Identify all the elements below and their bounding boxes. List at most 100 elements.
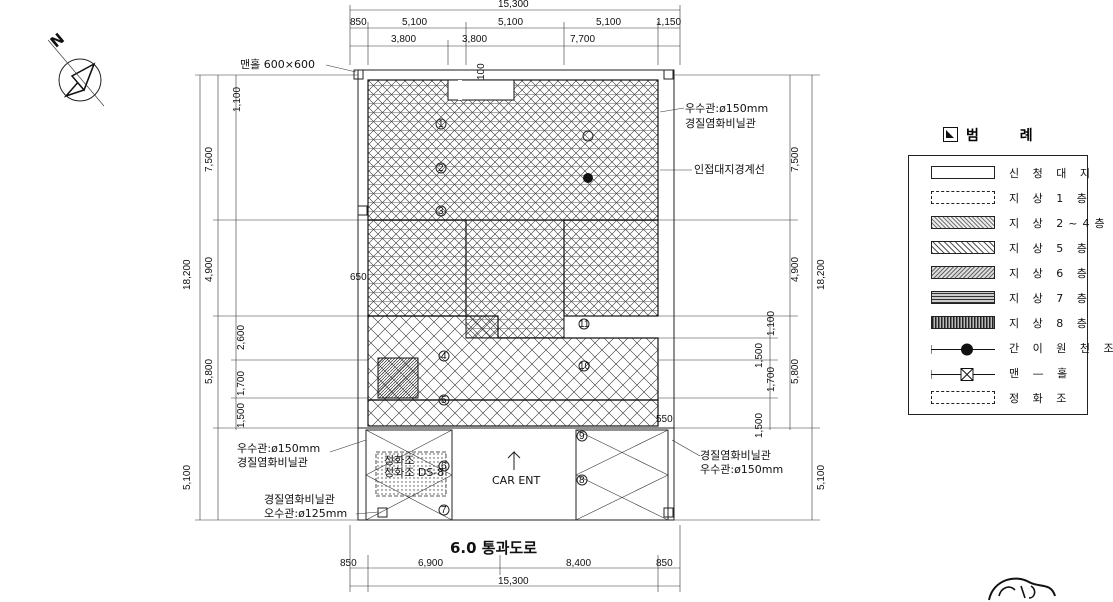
legend-swatch-septic: [931, 391, 995, 404]
boundary-label: 인접대지경계선: [694, 163, 765, 176]
dim-right-sub-3: 1,700: [766, 367, 777, 392]
legend-row-f6: 지 상 6 층: [909, 262, 1087, 284]
dim-top-2: 5,100: [402, 17, 427, 28]
dim-left-top: 1,100: [232, 87, 243, 112]
marker-5: 5: [441, 395, 447, 406]
dim-right-3: 5,800: [790, 359, 801, 384]
legend-row-septic: 정 화 조: [909, 387, 1087, 409]
manhole-tr: [663, 69, 674, 80]
marker-8: 8: [579, 475, 585, 486]
legend-title-text: 범 례: [966, 128, 1051, 144]
septic-tank: [375, 451, 447, 497]
drainage-markers: 1 2 3 4 5 6 7 8 9 10 11: [353, 69, 674, 518]
dim-right-sub-4: 1,500: [754, 413, 765, 438]
legend-label-site: 신 청 대 지: [1009, 167, 1095, 180]
dim-bottom-1: 850: [340, 558, 357, 569]
dim-right-sub-2: 1,500: [754, 343, 765, 368]
marker-9: 9: [579, 431, 585, 442]
rain-pipe-left: 우수관:ø150mm: [237, 442, 320, 455]
dim-top-row2-1: 3,800: [391, 34, 416, 45]
dim-left-3: 5,800: [204, 359, 215, 384]
dim-left-1: 7,500: [204, 147, 215, 172]
legend-row-manhole: 맨 — 홀: [909, 362, 1087, 384]
sewer-pipe: 오수관:ø125mm: [264, 507, 347, 520]
legend-row-site: 신 청 대 지: [909, 162, 1090, 184]
dim-left-sub-2: 1,700: [236, 371, 247, 396]
legend-swatch-f2: [931, 216, 995, 229]
legend-label-f2: 지 상 2~4층: [1009, 217, 1110, 230]
septic-label-2: 정화조 DS-8: [384, 466, 444, 479]
legend-row-f8: 지 상 8 층: [909, 312, 1087, 334]
parking-area: 정화조 정화조 DS-8 CAR ENT: [365, 429, 669, 521]
legend-label-f7: 지 상 7 층: [1009, 292, 1092, 305]
dim-bottom-3: 8,400: [566, 558, 591, 569]
legend-label-f1: 지 상 1 층: [1009, 192, 1092, 205]
dim-top-3: 5,100: [498, 17, 523, 28]
legend-label-f6: 지 상 6 층: [1009, 267, 1092, 280]
legend-swatch-f1: [931, 191, 995, 204]
dim-left-2: 4,900: [204, 257, 215, 282]
marker-1: 1: [438, 119, 444, 130]
car-entrance-label: CAR ENT: [492, 474, 541, 487]
dim-top-5: 1,150: [656, 17, 681, 28]
middle-left-block: [367, 219, 467, 317]
legend-label-well: 간 이 원 천 조: [1009, 342, 1113, 355]
rain-pipe-left-material: 경질염화비닐관: [237, 456, 308, 469]
dim-bottom-2: 6,900: [418, 558, 443, 569]
manhole-annotation: 맨홀 600×600: [240, 58, 315, 71]
upper-block-8f: [367, 79, 659, 221]
car-entrance-arrow: [507, 450, 521, 470]
stair-core: [377, 357, 419, 399]
marker-7: 7: [441, 505, 447, 516]
bottom-dimensions: 850 6,900 8,400 850 15,300 6.0 통과도로: [340, 525, 681, 592]
rain-pipe-top-material: 경질염화비닐관: [685, 117, 756, 130]
manhole-ml: [357, 205, 368, 216]
dim-left-5100: 5,100: [182, 465, 193, 490]
legend-title: 범 례: [943, 125, 1073, 149]
legend-label-f8: 지 상 8 층: [1009, 317, 1092, 330]
road-label: 6.0 통과도로: [450, 539, 537, 557]
rain-pipe-right: 우수관:ø150mm: [700, 463, 783, 476]
manhole-tl: [353, 69, 364, 80]
legend-swatch-f8: [931, 316, 995, 329]
dim-right-5100: 5,100: [816, 465, 827, 490]
dim-top-total: 15,300: [498, 0, 529, 10]
dim-top-row2-2: 3,800: [462, 34, 487, 45]
dim-side-650: 650: [350, 272, 367, 283]
manhole-bl: [377, 507, 388, 518]
legend-swatch-f7: [931, 291, 995, 304]
legend-swatch-f5: [931, 241, 995, 254]
legend-swatch-f6: [931, 266, 995, 279]
top-void: [447, 79, 515, 101]
site-boundary: [357, 69, 675, 521]
left-dimensions: 18,200 7,500 4,900 5,800 1,100 2,600 1,7…: [182, 63, 487, 521]
legend-label-septic: 정 화 조: [1009, 392, 1072, 405]
marker-6: 6: [441, 461, 447, 472]
top-dimensions: 15,300 850 5,100 5,100 5,100 1,150 3,800…: [349, 0, 681, 65]
marker-4: 4: [441, 351, 447, 362]
north-label: N: [47, 29, 68, 51]
septic-label-1: 정화조: [384, 454, 414, 467]
dim-bottom-4: 850: [656, 558, 673, 569]
dim-side-550: 550: [656, 414, 673, 425]
marker-11: 11: [579, 319, 590, 330]
legend-swatch-manhole: [930, 366, 995, 381]
legend-label-f5: 지 상 5 층: [1009, 242, 1092, 255]
marker-3: 3: [438, 206, 444, 217]
dim-top-row2-3: 7,700: [570, 34, 595, 45]
north-arrow: N: [47, 29, 105, 107]
dim-right-1: 7,500: [790, 147, 801, 172]
legend-row-f7: 지 상 7 층: [909, 287, 1087, 309]
parking-right: [575, 429, 669, 521]
legend-row-f1: 지 상 1 층: [909, 187, 1087, 209]
marker-2: 2: [438, 163, 444, 174]
dim-left-sub-3: 1,500: [236, 403, 247, 428]
middle-right-block: [563, 219, 659, 317]
dim-top-100: 100: [476, 63, 487, 80]
dim-right-2: 4,900: [790, 257, 801, 282]
dim-top-4: 5,100: [596, 17, 621, 28]
annotations: 맨홀 600×600 우수관:ø150mm 경질염화비닐관 인접대지경계선 우수…: [237, 58, 783, 520]
dim-left-total: 18,200: [182, 259, 193, 290]
